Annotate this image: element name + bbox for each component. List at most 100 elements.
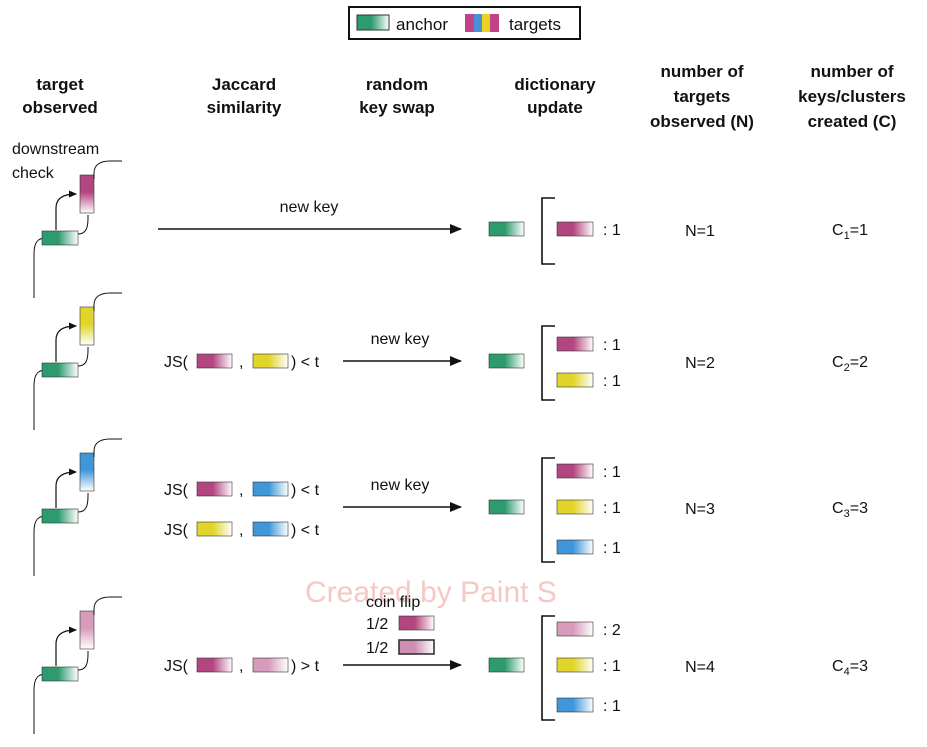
dict-entry-box: [556, 657, 594, 673]
js-box-a: [196, 481, 233, 497]
arrow-label-new-key: new key: [371, 477, 430, 494]
header-jaccard-line1: Jaccard: [212, 75, 276, 94]
header-jaccard-line2: similarity: [207, 98, 282, 117]
dict-entry-count: : 1: [603, 500, 621, 517]
js-box-b: [252, 353, 289, 369]
coin-flip-prob: 1/2: [366, 616, 388, 633]
legend-targets-label: targets: [509, 15, 561, 34]
dict-entry-box: [556, 336, 594, 352]
gene-line-lower: [33, 369, 47, 430]
js-box-b: [252, 521, 289, 537]
gene-line-upper: [93, 292, 122, 311]
header-dict-line1: dictionary: [514, 75, 596, 94]
n-value: N=4: [685, 659, 715, 676]
dict-entry-count: : 1: [603, 540, 621, 557]
target-box: [79, 610, 95, 650]
header-target-observed-line2: observed: [22, 98, 98, 117]
gene-line-lower: [33, 673, 47, 734]
dict-entry-box: [556, 372, 594, 388]
c-value: C1=1: [832, 222, 868, 242]
gene-line-mid: [77, 651, 89, 671]
downstream-arrow: [55, 468, 77, 508]
header-n-line1: number of: [660, 62, 743, 81]
header-swap-line1: random: [366, 75, 428, 94]
c-value: C4=3: [832, 658, 868, 678]
gene-line-mid: [77, 493, 89, 513]
coin-flip-box-outlined: [398, 639, 435, 655]
target-box: [79, 306, 95, 346]
js-comma: ,: [239, 354, 243, 371]
n-value: N=3: [685, 501, 715, 518]
arrow-label-new-key: new key: [371, 331, 430, 348]
coin-flip-prob: 1/2: [366, 640, 388, 657]
gene-line-upper: [93, 160, 122, 179]
header-c-line3: created (C): [808, 112, 897, 131]
header-c-line2: keys/clusters: [798, 87, 906, 106]
dict-entry-box: [556, 621, 594, 637]
anchor-box: [41, 666, 79, 682]
legend-targets-swatch: [465, 14, 499, 32]
js-operator: ) > t: [291, 658, 320, 675]
js-operator: ) < t: [291, 482, 320, 499]
c-value: C3=3: [832, 500, 868, 520]
dict-entry-count: : 1: [603, 658, 621, 675]
dict-entry-box: [556, 697, 594, 713]
downstream-arrow: [55, 322, 77, 362]
js-operator: ) < t: [291, 354, 320, 371]
target-box: [79, 174, 95, 214]
gene-line-mid: [77, 215, 89, 235]
js-box-b: [252, 657, 289, 673]
js-box-a: [196, 657, 233, 673]
downstream-arrow: [55, 626, 77, 666]
js-operator: ) < t: [291, 522, 320, 539]
header-dict-line2: update: [527, 98, 583, 117]
gene-line-upper: [93, 438, 122, 457]
downstream-check-line2: check: [12, 165, 55, 182]
arrow-label-new-key: new key: [280, 199, 339, 216]
dict-entry-count: : 2: [603, 622, 621, 639]
dict-anchor-box: [488, 499, 525, 515]
dict-bracket: [541, 457, 555, 563]
dict-entry-box: [556, 221, 594, 237]
legend: anchor targets: [348, 6, 581, 40]
js-box-a: [196, 353, 233, 369]
n-value: N=1: [685, 223, 715, 240]
dict-anchor-box: [488, 221, 525, 237]
dict-entry-count: : 1: [603, 337, 621, 354]
dict-entry-count: : 1: [603, 698, 621, 715]
header-n-line3: observed (N): [650, 112, 754, 131]
legend-anchor-swatch: [356, 14, 390, 31]
downstream-check-line1: downstream: [12, 141, 99, 158]
js-prefix: JS(: [164, 354, 189, 371]
dict-bracket: [541, 325, 555, 401]
js-box-a: [196, 521, 233, 537]
dict-anchor-box: [488, 353, 525, 369]
dict-bracket: [541, 197, 555, 265]
js-comma: ,: [239, 522, 243, 539]
dict-entry-box: [556, 499, 594, 515]
gene-line-upper: [93, 596, 122, 615]
js-prefix: JS(: [164, 658, 189, 675]
header-swap-line2: key swap: [359, 98, 435, 117]
js-comma: ,: [239, 658, 243, 675]
gene-line-mid: [77, 347, 89, 367]
target-box: [79, 452, 95, 492]
downstream-arrow: [55, 190, 77, 230]
anchor-box: [41, 230, 79, 246]
js-comma: ,: [239, 482, 243, 499]
n-value: N=2: [685, 355, 715, 372]
coin-flip-label: coin flip: [366, 594, 420, 611]
js-prefix: JS(: [164, 522, 189, 539]
header-n-line2: targets: [674, 87, 731, 106]
dict-entry-box: [556, 539, 594, 555]
dict-entry-box: [556, 463, 594, 479]
js-box-b: [252, 481, 289, 497]
js-prefix: JS(: [164, 482, 189, 499]
rows-layer: new key : 1 N=1 C1=1JS(, ) < t new key : 1 : 1 N…: [33, 160, 868, 734]
header-target-observed-line1: target: [36, 75, 84, 94]
header-c-line1: number of: [810, 62, 893, 81]
anchor-box: [41, 362, 79, 378]
legend-anchor-label: anchor: [396, 15, 448, 34]
anchor-box: [41, 508, 79, 524]
